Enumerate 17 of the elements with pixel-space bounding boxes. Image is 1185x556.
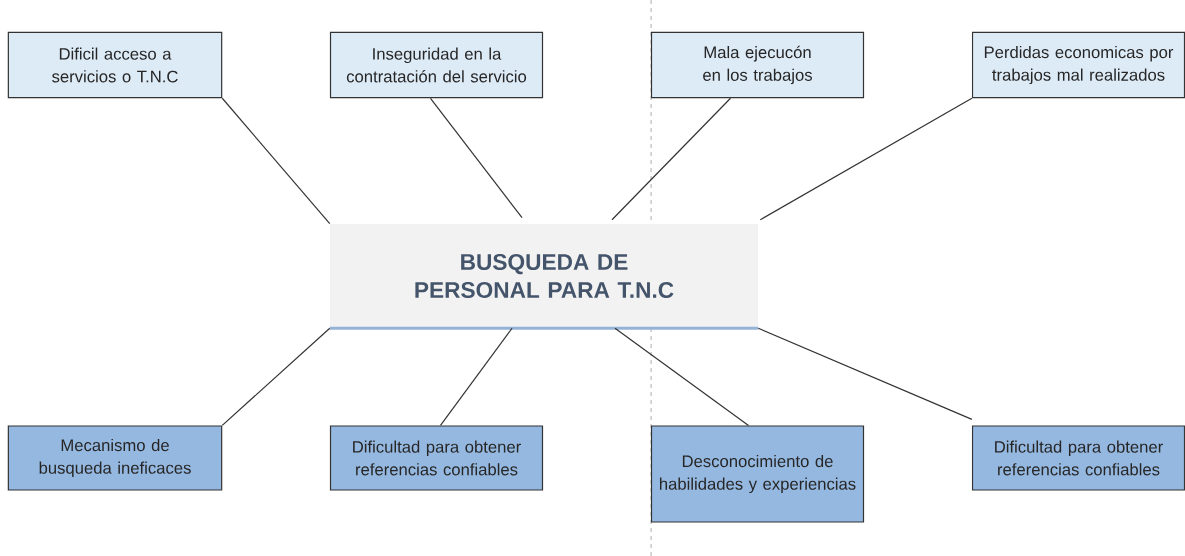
connector-line bbox=[611, 97, 732, 221]
connector-line bbox=[429, 97, 523, 219]
connector-line bbox=[221, 327, 331, 426]
effect-box: Dificil acceso a servicios o T.N.C bbox=[7, 31, 223, 99]
cause-box: Mecanismo de busqueda ineficaces bbox=[7, 425, 223, 491]
connector-line bbox=[221, 97, 331, 225]
connector-line bbox=[759, 97, 973, 221]
effect-box: Perdidas economicas por trabajos mal realizados bbox=[971, 31, 1185, 99]
cause-box: Dificultad para obtener referencias confiables bbox=[329, 425, 544, 491]
connector-line bbox=[439, 327, 513, 426]
connector-line bbox=[614, 327, 750, 426]
effect-box: Inseguridad en la contratación del servicio bbox=[329, 31, 544, 99]
problem-box: BUSQUEDA DE PERSONAL PARA T.N.C bbox=[329, 224, 759, 330]
cause-box: Dificultad para obtener referencias confiables bbox=[971, 425, 1185, 491]
cause-box: Desconocimiento de habilidades y experiencias bbox=[650, 425, 865, 523]
connector-line bbox=[757, 327, 973, 420]
effect-box: Mala ejecucón en los trabajos bbox=[650, 31, 865, 99]
